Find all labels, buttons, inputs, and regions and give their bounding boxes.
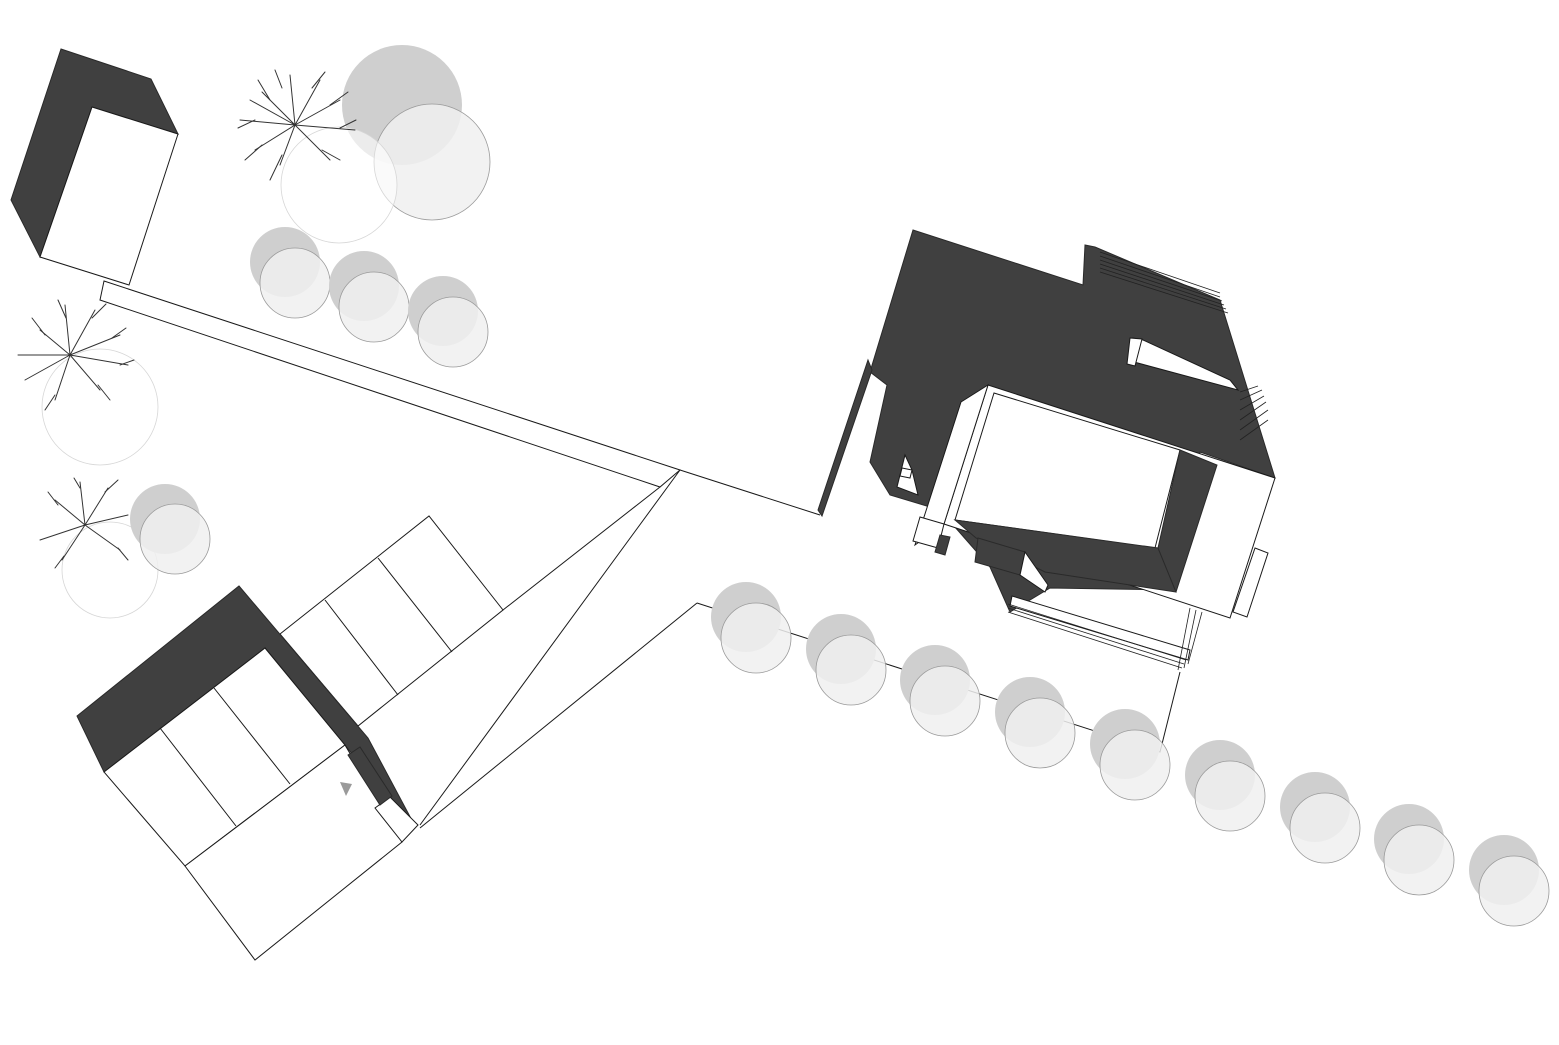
round-tree-icon — [900, 645, 981, 737]
round-tree-icon — [711, 582, 792, 674]
trees — [17, 45, 1550, 927]
round-tree-icon — [1185, 740, 1266, 832]
round-tree-icon — [1280, 772, 1361, 864]
top-stairs — [1099, 251, 1229, 314]
shed-floor — [39, 106, 179, 286]
round-tree-icon — [806, 614, 887, 706]
bottom-stairs — [1007, 603, 1203, 671]
shed-building — [10, 48, 179, 286]
right-stairs — [1239, 385, 1269, 441]
tree-row — [711, 582, 1550, 927]
round-tree-icon — [1374, 804, 1455, 896]
round-tree-icon — [1469, 835, 1550, 927]
deciduous-tree-icon — [237, 69, 398, 244]
round-tree-icon — [329, 251, 410, 343]
round-tree-icon — [250, 227, 331, 319]
round-tree-icon — [342, 45, 491, 221]
round-tree-icon — [408, 276, 489, 368]
driveway — [99, 280, 821, 826]
deciduous-tree-icon — [17, 299, 159, 466]
main-house — [817, 229, 1276, 671]
garage-building — [76, 515, 504, 961]
round-tree-icon — [1090, 709, 1171, 801]
entry-arrow-icon — [340, 782, 352, 796]
side-annex — [1232, 547, 1269, 618]
round-tree-icon — [995, 677, 1076, 769]
deciduous-tree-icon — [39, 477, 211, 619]
lower-deck — [1009, 595, 1191, 661]
